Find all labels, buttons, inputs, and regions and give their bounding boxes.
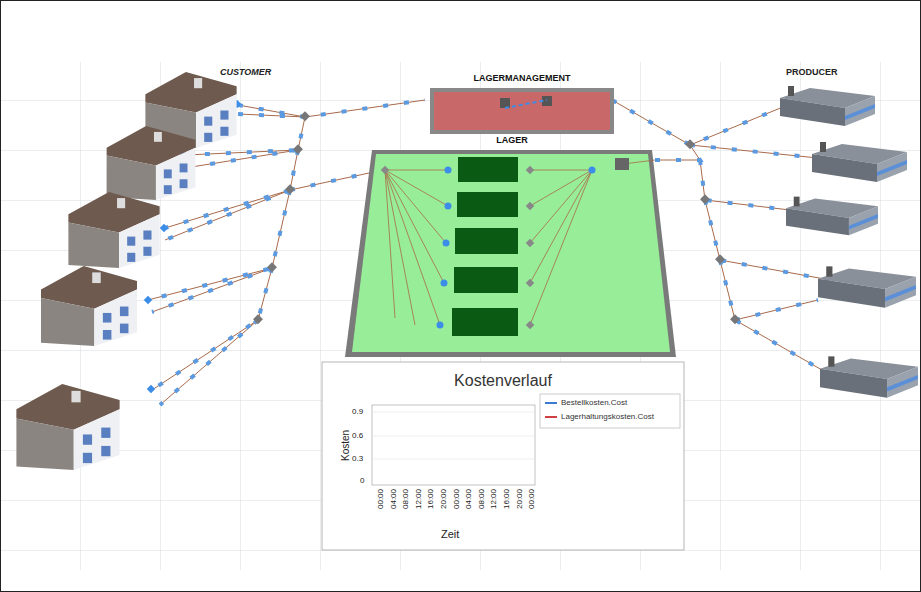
axis-tick: 00:00	[452, 489, 461, 509]
axis-tick: 0.6	[352, 431, 363, 440]
axis-tick: 16:00	[426, 489, 435, 509]
axis-tick: 00:00	[527, 489, 536, 509]
axis-tick: 20:00	[439, 489, 448, 509]
legend-text: Bestellkosten.Cost	[561, 398, 627, 407]
node-heading: LAGERMANAGEMENT	[432, 73, 612, 83]
area-label: PRODUCER	[786, 67, 838, 77]
legend-entry: Bestellkosten.Cost	[545, 398, 627, 407]
legend-entry: Lagerhaltungskosten.Cost	[545, 412, 654, 421]
chart-panel: Kostenverlauf	[322, 362, 684, 550]
axis-title: Zeit	[441, 528, 459, 540]
legend-swatch	[545, 402, 557, 404]
warehouse-area: LAGER	[372, 150, 652, 357]
node-heading: Kostenverlauf	[322, 372, 684, 390]
axis-tick: 0.3	[352, 454, 363, 463]
axis-tick: 12:00	[414, 489, 423, 509]
axis-tick: 04:00	[464, 489, 473, 509]
axis-tick: 00:00	[376, 489, 385, 509]
axis-tick: 12:00	[489, 489, 498, 509]
legend-swatch	[545, 416, 557, 418]
axis-tick: 0	[360, 476, 364, 485]
axis-tick: 08:00	[401, 489, 410, 509]
axis-tick: 20:00	[515, 489, 524, 509]
area-label: CUSTOMER	[220, 67, 271, 77]
axis-title: Kosten	[340, 429, 351, 460]
node-heading: LAGER	[372, 135, 652, 145]
legend-text: Lagerhaltungskosten.Cost	[561, 412, 654, 421]
management-room: LAGERMANAGEMENT	[432, 90, 612, 132]
axis-tick: 0.9	[352, 407, 363, 416]
axis-tick: 16:00	[502, 489, 511, 509]
axis-tick: 08:00	[477, 489, 486, 509]
axis-tick: 04:00	[389, 489, 398, 509]
